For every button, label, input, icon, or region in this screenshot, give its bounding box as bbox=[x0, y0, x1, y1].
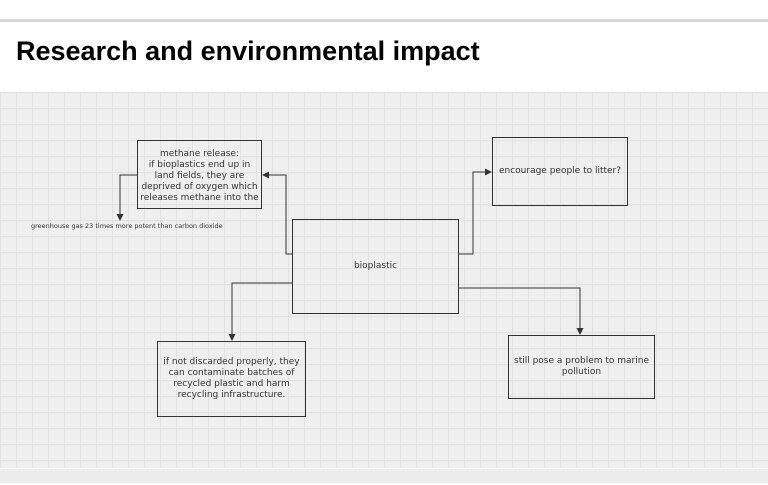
connector-bioplastic-to-litter bbox=[459, 168, 492, 255]
connector-bioplastic-to-marine bbox=[459, 287, 584, 335]
node-improper-discard-text: if not discarded properly, they can cont… bbox=[163, 357, 300, 400]
top-divider bbox=[0, 19, 768, 22]
connector-methane-to-note bbox=[116, 174, 137, 221]
connectors bbox=[116, 168, 584, 341]
bottom-divider bbox=[0, 469, 768, 483]
node-encourage-litter-text: encourage people to litter? bbox=[498, 166, 622, 176]
node-bioplastic-text: bioplastic bbox=[353, 261, 398, 271]
node-marine-pollution-text: still pose a problem to marine pollution bbox=[514, 356, 649, 377]
slide-title: Research and environmental impact bbox=[16, 36, 480, 66]
node-methane-release[interactable]: methane release: if bioplastics end up i… bbox=[137, 140, 262, 209]
node-bioplastic[interactable]: bioplastic bbox=[292, 219, 459, 314]
connector-bioplastic-to-methane bbox=[262, 171, 292, 255]
greenhouse-gas-note[interactable]: greenhouse gas 23 times more potent than… bbox=[31, 222, 223, 230]
node-marine-pollution[interactable]: still pose a problem to marine pollution bbox=[508, 335, 655, 399]
connector-bioplastic-to-discard bbox=[228, 282, 292, 341]
node-encourage-litter[interactable]: encourage people to litter? bbox=[492, 137, 628, 206]
node-improper-discard[interactable]: if not discarded properly, they can cont… bbox=[157, 341, 306, 417]
whiteboard-canvas[interactable]: methane release: if bioplastics end up i… bbox=[0, 92, 768, 468]
node-methane-release-text: methane release: if bioplastics end up i… bbox=[140, 149, 259, 203]
